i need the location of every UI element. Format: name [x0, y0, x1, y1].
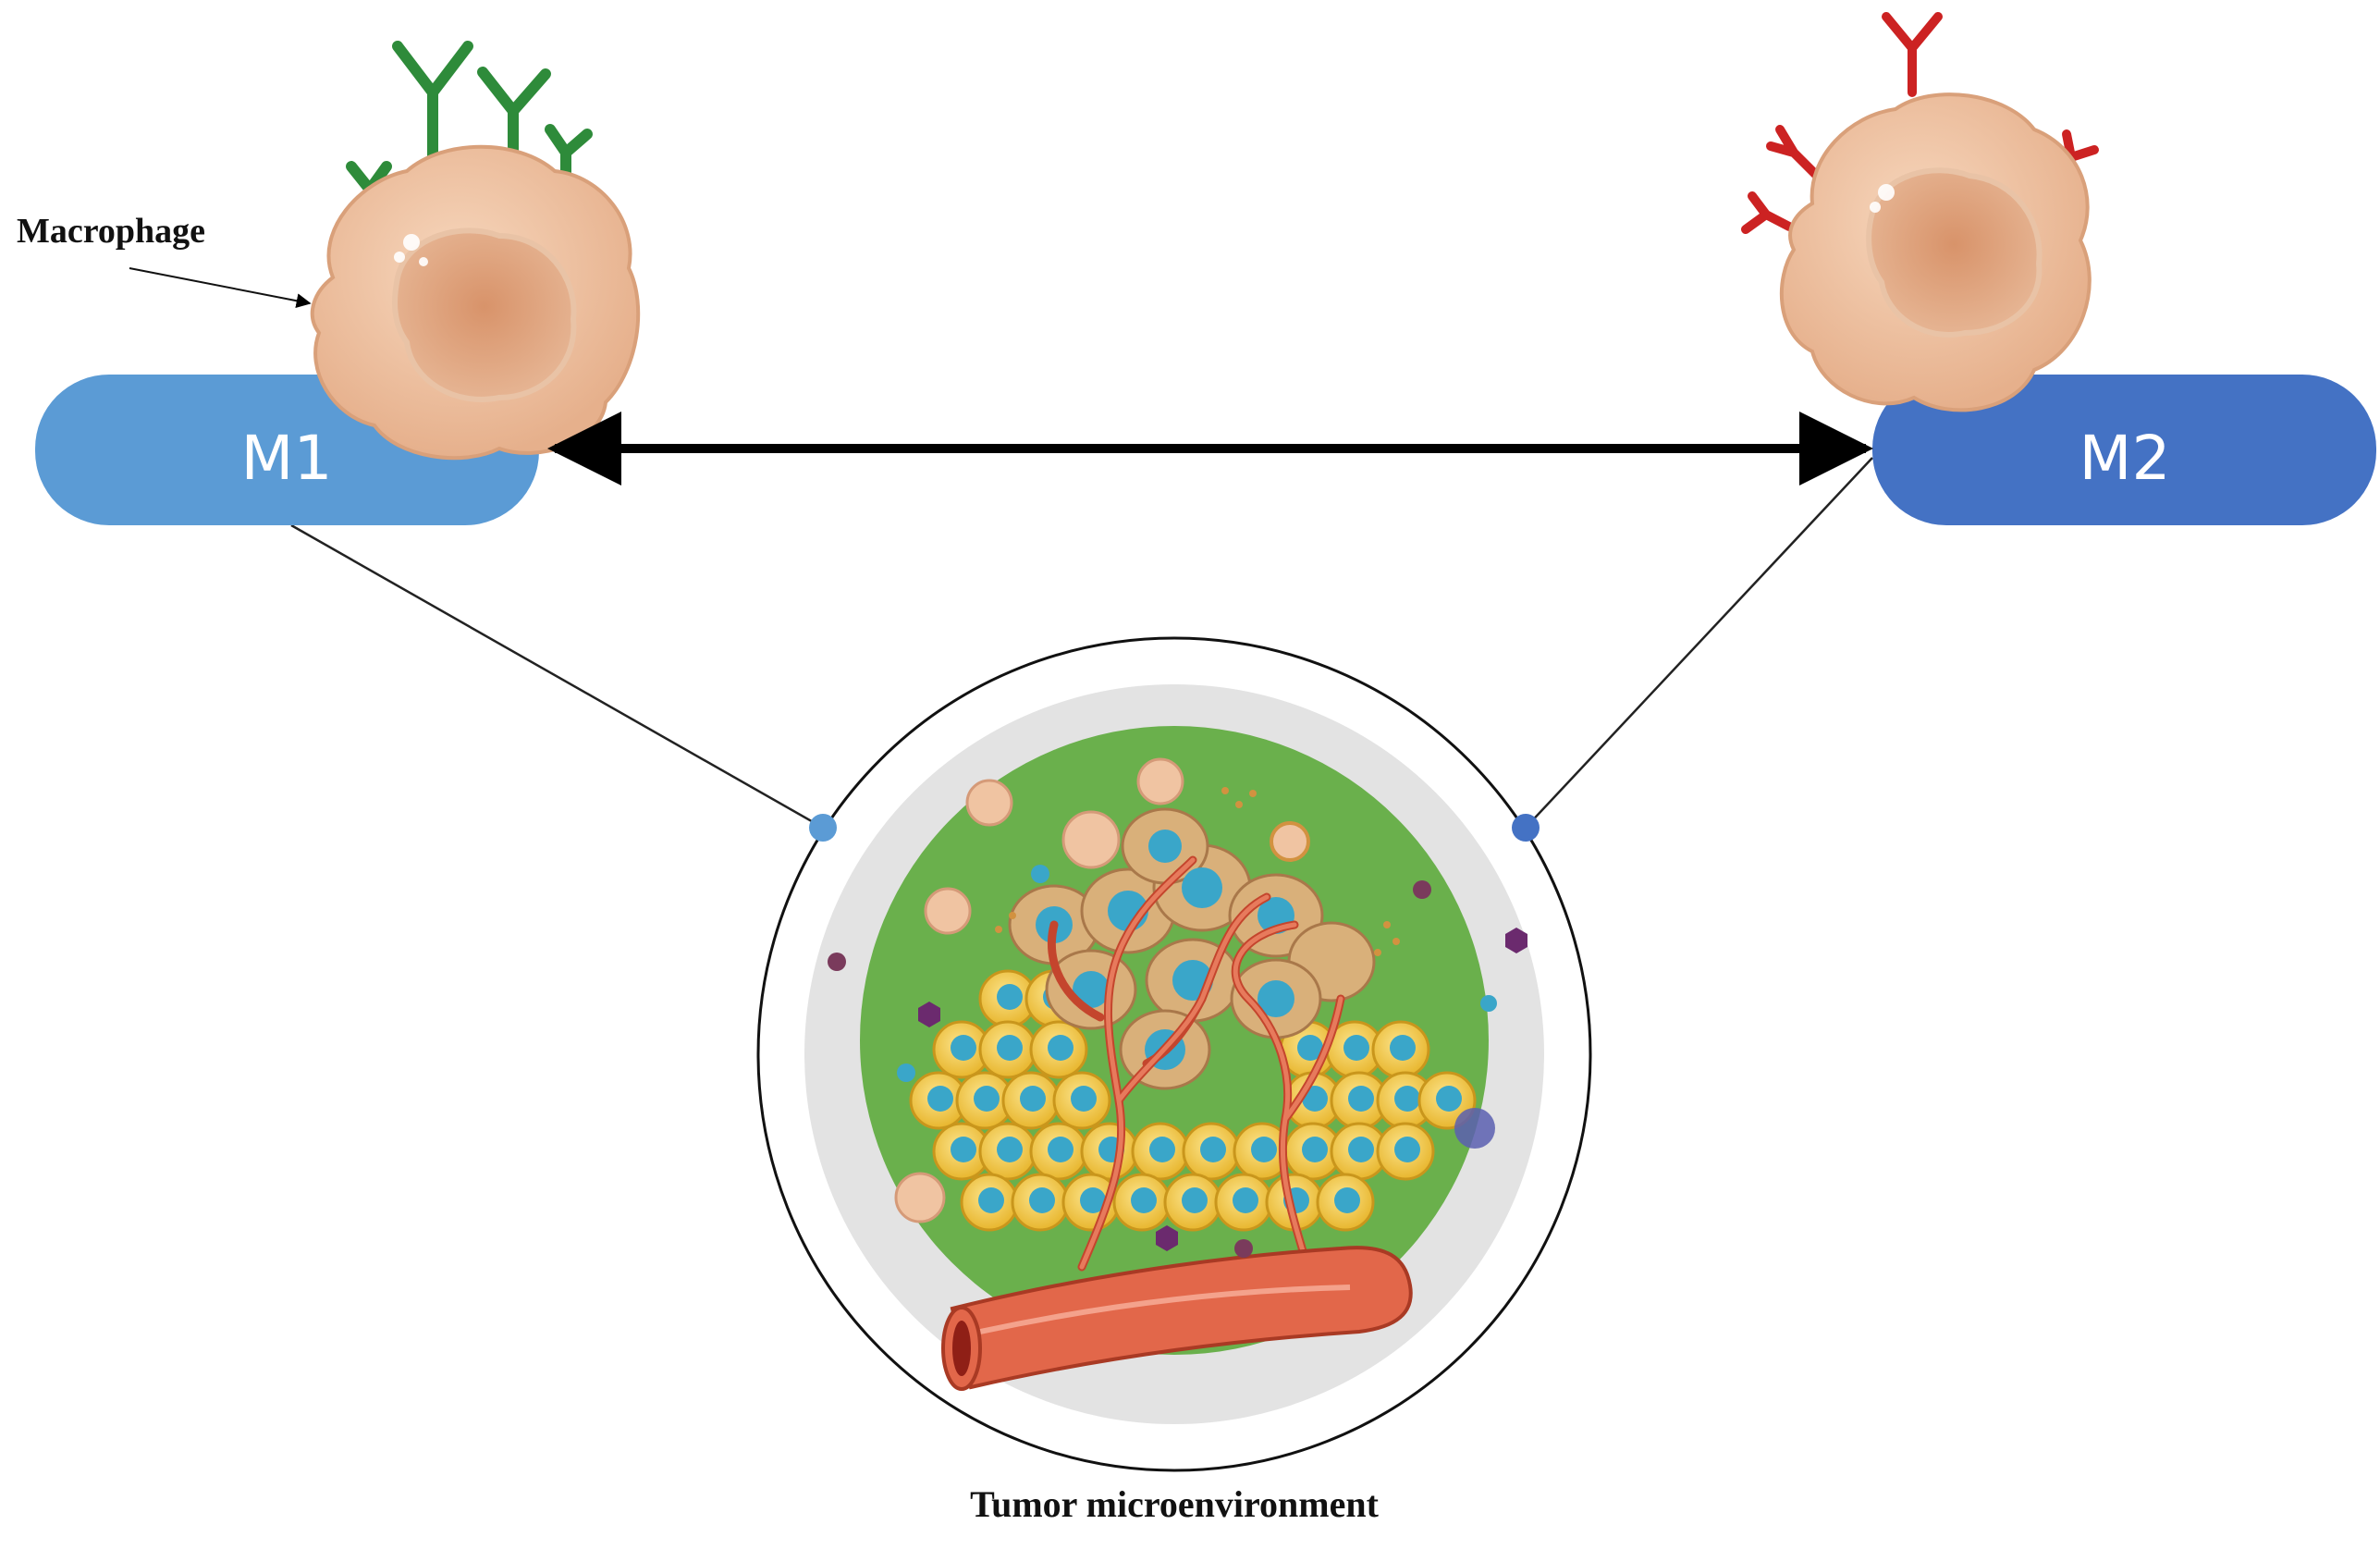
tumor-cell-nucleus: [1048, 1137, 1073, 1162]
tumor-cell-nucleus: [1297, 1035, 1323, 1061]
m1-vesicle: [419, 257, 428, 266]
tumor-cell-nucleus: [1394, 1086, 1420, 1112]
scattered-particles: [828, 757, 1527, 1258]
m2-connection-dot: [1512, 814, 1540, 842]
tumor-cell-nucleus: [1436, 1086, 1462, 1112]
tumor-cell-nucleus: [1029, 1187, 1055, 1213]
tumor-cell-nucleus: [1071, 1086, 1097, 1112]
tumor-cell-nucleus: [978, 1187, 1004, 1213]
tumor-cell-nucleus: [1334, 1187, 1360, 1213]
tumor-cell-nucleus: [1020, 1086, 1046, 1112]
tumor-cell-nucleus: [1233, 1187, 1258, 1213]
m1-vesicle: [394, 252, 405, 263]
tumor-cell-nucleus: [1200, 1137, 1226, 1162]
m1-vesicle: [403, 234, 420, 251]
tumor-microenvironment-label: Tumor microenvironment: [970, 1483, 1380, 1525]
tumor-cell-nucleus: [951, 1035, 976, 1061]
tumor-cell-nucleus: [974, 1086, 1000, 1112]
m1-label: M1: [241, 423, 333, 494]
m2-label: M2: [2079, 423, 2171, 494]
m2-vesicle: [1878, 184, 1895, 201]
tumor-cell-nucleus: [1302, 1137, 1328, 1162]
tumor-cell-nucleus: [1251, 1137, 1277, 1162]
macrophage-label: Macrophage: [17, 212, 205, 251]
tumor-cell-nucleus: [1149, 1137, 1175, 1162]
tumor-microenvironment: [756, 636, 1592, 1472]
m2-node: M2: [1872, 375, 2376, 525]
m1-macrophage-cell: [310, 41, 641, 461]
tumor-cell-nucleus: [1390, 1035, 1416, 1061]
tumor-cell-nucleus: [997, 1035, 1023, 1061]
tumor-cell-nucleus: [997, 1137, 1023, 1162]
tumor-cell-nucleus: [1182, 1187, 1208, 1213]
m1-nucleus: [392, 227, 577, 402]
m1-connector-line: [290, 523, 824, 830]
m2-pill: [1872, 375, 2376, 525]
tumor-cell-cluster: [909, 969, 1477, 1232]
tumor-cell-nucleus: [1343, 1035, 1369, 1061]
m2-macrophage-cell: [1741, 12, 2099, 412]
tumor-cell-nucleus: [997, 984, 1023, 1010]
m2-connector-line: [1525, 457, 1873, 829]
tumor-cell-nucleus: [1348, 1137, 1374, 1162]
m1-receptors: [346, 41, 593, 227]
capillary-network-highlight: [1079, 857, 1343, 1288]
tumor-cell-nucleus: [1348, 1086, 1374, 1112]
m1-connection-dot: [809, 814, 837, 842]
m2-vesicle: [1870, 202, 1881, 213]
tumor-cell-nucleus: [1080, 1187, 1106, 1213]
tumor-cell-nucleus: [951, 1137, 976, 1162]
tumor-cell-nucleus: [1394, 1137, 1420, 1162]
m2-nucleus: [1866, 167, 2043, 338]
tumor-cell-nucleus: [927, 1086, 953, 1112]
tumor-cell-nucleus: [1131, 1187, 1157, 1213]
macrophage-pointer-arrow: [129, 267, 312, 309]
tumor-cell-nucleus: [1048, 1035, 1073, 1061]
blood-vessel: [941, 1246, 1413, 1391]
